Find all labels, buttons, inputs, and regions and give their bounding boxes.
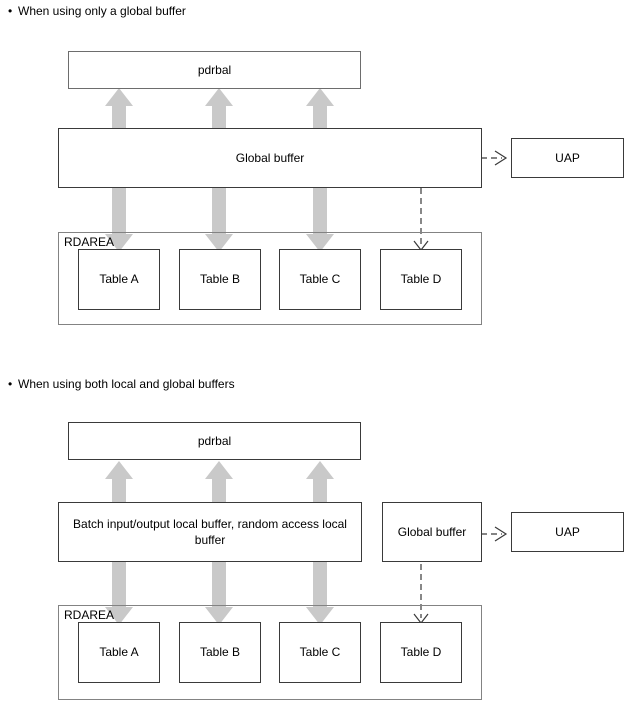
rdarea-title-2: RDAREA <box>64 608 115 622</box>
global-buffer-label-1: Global buffer <box>235 150 305 165</box>
up-block-arrow-3 <box>306 88 334 130</box>
pdrbal-box-1[interactable]: pdrbal <box>68 51 361 89</box>
down-block-arrow-5 <box>205 559 233 625</box>
down-block-arrow-4 <box>105 559 133 625</box>
table-c-label-1: Table C <box>299 272 341 286</box>
section-2-caption: When using both local and global buffers <box>18 377 235 391</box>
uap-label-1: UAP <box>555 150 580 165</box>
uap-box-1[interactable]: UAP <box>511 138 624 178</box>
section-1-caption: When using only a global buffer <box>18 4 186 18</box>
table-c-box-1[interactable]: Table C <box>279 249 361 310</box>
table-d-box-1[interactable]: Table D <box>380 249 462 310</box>
table-d-box-2[interactable]: Table D <box>380 622 462 683</box>
table-a-box-2[interactable]: Table A <box>78 622 160 683</box>
table-b-box-1[interactable]: Table B <box>179 249 261 310</box>
downward-block-arrow-group-2 <box>105 559 334 625</box>
upward-block-arrow-group-2 <box>105 461 334 503</box>
table-c-box-2[interactable]: Table C <box>279 622 361 683</box>
up-block-arrow-5 <box>205 461 233 503</box>
up-block-arrow-6 <box>306 461 334 503</box>
pdrbal-label-1: pdrbal <box>197 62 232 77</box>
up-block-arrow-2 <box>205 88 233 130</box>
table-a-label-2: Table A <box>99 645 139 659</box>
table-b-label-1: Table B <box>199 272 241 286</box>
table-d-label-1: Table D <box>400 272 442 286</box>
table-b-box-2[interactable]: Table B <box>179 622 261 683</box>
uap-box-2[interactable]: UAP <box>511 512 624 552</box>
section-1-caption-row: • When using only a global buffer <box>8 4 186 19</box>
down-block-arrow-3 <box>306 186 334 252</box>
section-2-caption-row: • When using both local and global buffe… <box>8 377 235 392</box>
global-buffer-box-2[interactable]: Global buffer <box>382 502 482 562</box>
pdrbal-label-2: pdrbal <box>197 433 232 448</box>
down-block-arrow-1 <box>105 186 133 252</box>
global-buffer-box-1[interactable]: Global buffer <box>58 128 482 188</box>
rdarea-title-1: RDAREA <box>64 235 115 249</box>
table-c-label-2: Table C <box>299 645 341 659</box>
down-block-arrow-2 <box>205 186 233 252</box>
up-block-arrow-1 <box>105 88 133 130</box>
downward-block-arrow-group-1 <box>105 186 334 252</box>
rdarea-region-2 <box>58 605 482 700</box>
rdarea-region-1 <box>58 232 482 325</box>
up-block-arrow-4 <box>105 461 133 503</box>
local-buffer-box-2[interactable]: Batch input/output local buffer, random … <box>58 502 362 562</box>
table-a-box-1[interactable]: Table A <box>78 249 160 310</box>
pdrbal-box-2[interactable]: pdrbal <box>68 422 361 460</box>
uap-label-2: UAP <box>555 524 580 539</box>
table-a-label-1: Table A <box>99 272 139 286</box>
global-buffer-label-2: Global buffer <box>397 524 467 539</box>
local-buffer-label-2: Batch input/output local buffer, random … <box>73 517 347 547</box>
bullet-icon: • <box>8 377 13 391</box>
down-block-arrow-6 <box>306 559 334 625</box>
table-d-label-2: Table D <box>400 645 442 659</box>
table-b-label-2: Table B <box>199 645 241 659</box>
bullet-icon: • <box>8 4 13 18</box>
upward-block-arrow-group-1 <box>105 88 334 130</box>
